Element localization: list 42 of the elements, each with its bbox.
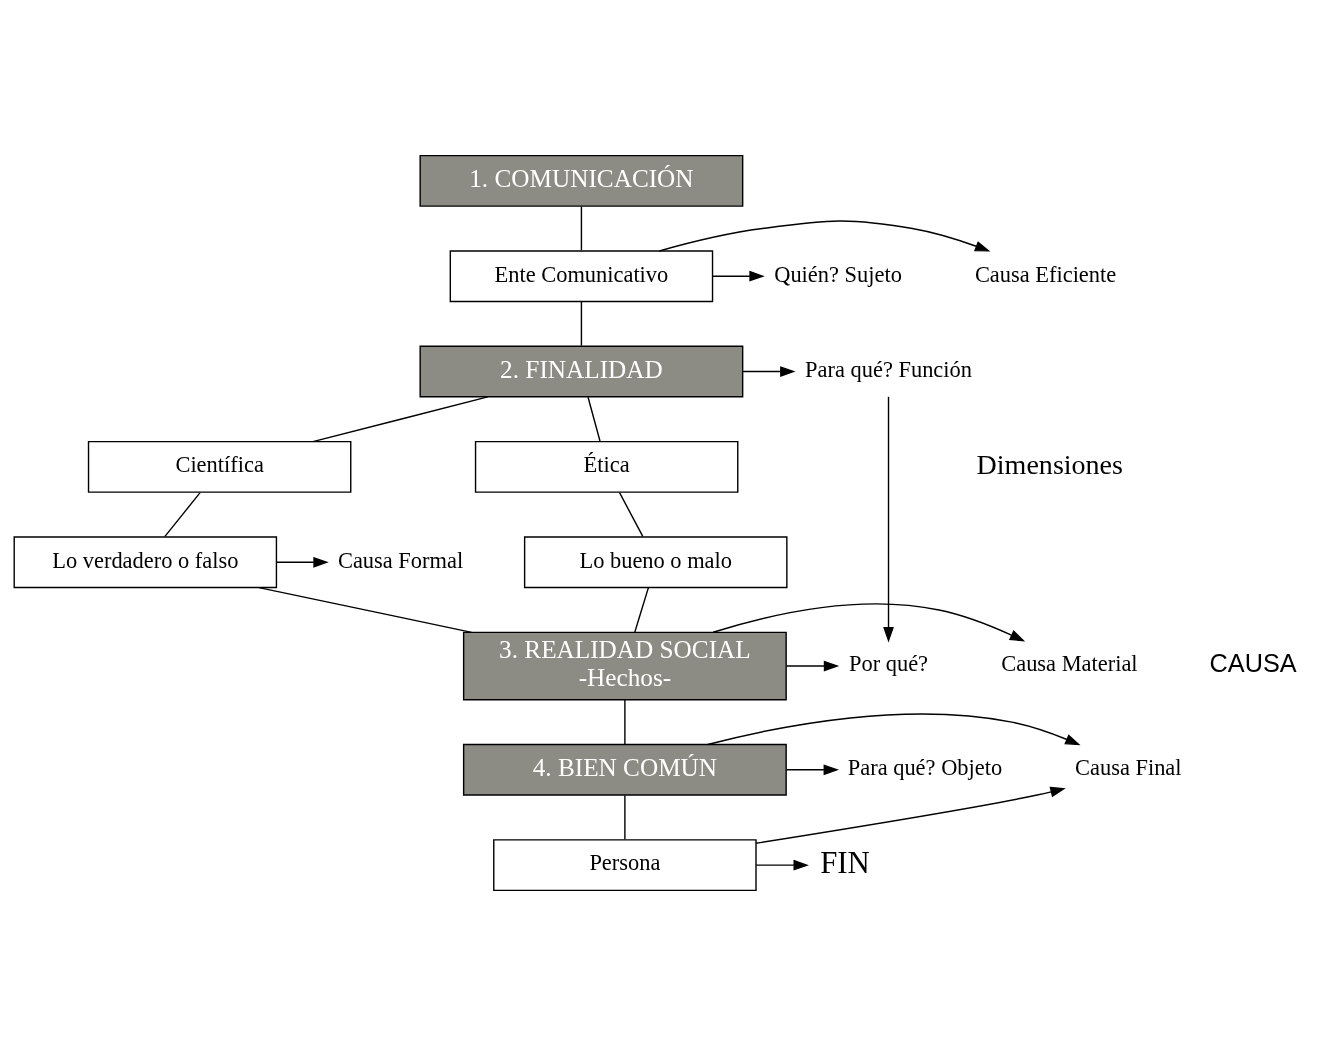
node-text: Quién? Sujeto — [774, 261, 902, 287]
arrow — [785, 763, 839, 775]
node-box: Persona — [493, 838, 757, 891]
node-box: 1. COMUNICACIÓN — [419, 154, 744, 207]
connector — [258, 586, 473, 633]
connector — [624, 794, 626, 840]
node-text: Para qué? Función — [805, 356, 972, 382]
connector — [164, 491, 201, 537]
node-box: Científica — [87, 440, 352, 493]
arrow — [712, 270, 765, 282]
node-box: 4. BIEN COMÚN — [462, 743, 787, 796]
node-box: 3. REALIDAD SOCIAL -Hechos- — [462, 631, 787, 700]
arrow — [755, 859, 809, 871]
label: Dimensiones — [976, 448, 1123, 480]
arrow — [742, 365, 796, 377]
node-text: Causa Eficiente — [974, 261, 1117, 287]
arrow — [755, 786, 1066, 844]
connector — [580, 205, 583, 251]
node-box: Lo bueno o malo — [523, 535, 788, 588]
arrow — [712, 602, 1026, 642]
node-box: 2. FINALIDAD — [419, 345, 744, 397]
connector — [634, 586, 650, 633]
node-text: Causa Formal — [337, 547, 464, 573]
arrow — [658, 219, 991, 252]
arrow — [883, 395, 894, 643]
connector — [312, 395, 489, 442]
node-text: Para qué? Objeto — [847, 754, 1003, 780]
node-text: Por qué? — [848, 650, 929, 676]
connector — [618, 491, 644, 537]
connector — [587, 396, 601, 442]
node-box: Lo verdadero o falso — [13, 535, 278, 588]
arrow — [707, 712, 1081, 745]
connector — [624, 698, 626, 745]
arrow — [276, 556, 329, 568]
label: CAUSA — [1209, 648, 1297, 677]
node-text: Causa Final — [1075, 754, 1182, 780]
node-text: Causa Material — [1001, 650, 1138, 676]
node-text: FIN — [820, 845, 870, 880]
arrow — [785, 660, 840, 671]
node-box: Ética — [474, 440, 739, 493]
connector — [580, 300, 583, 346]
node-box: Ente Comunicativo — [449, 249, 714, 302]
